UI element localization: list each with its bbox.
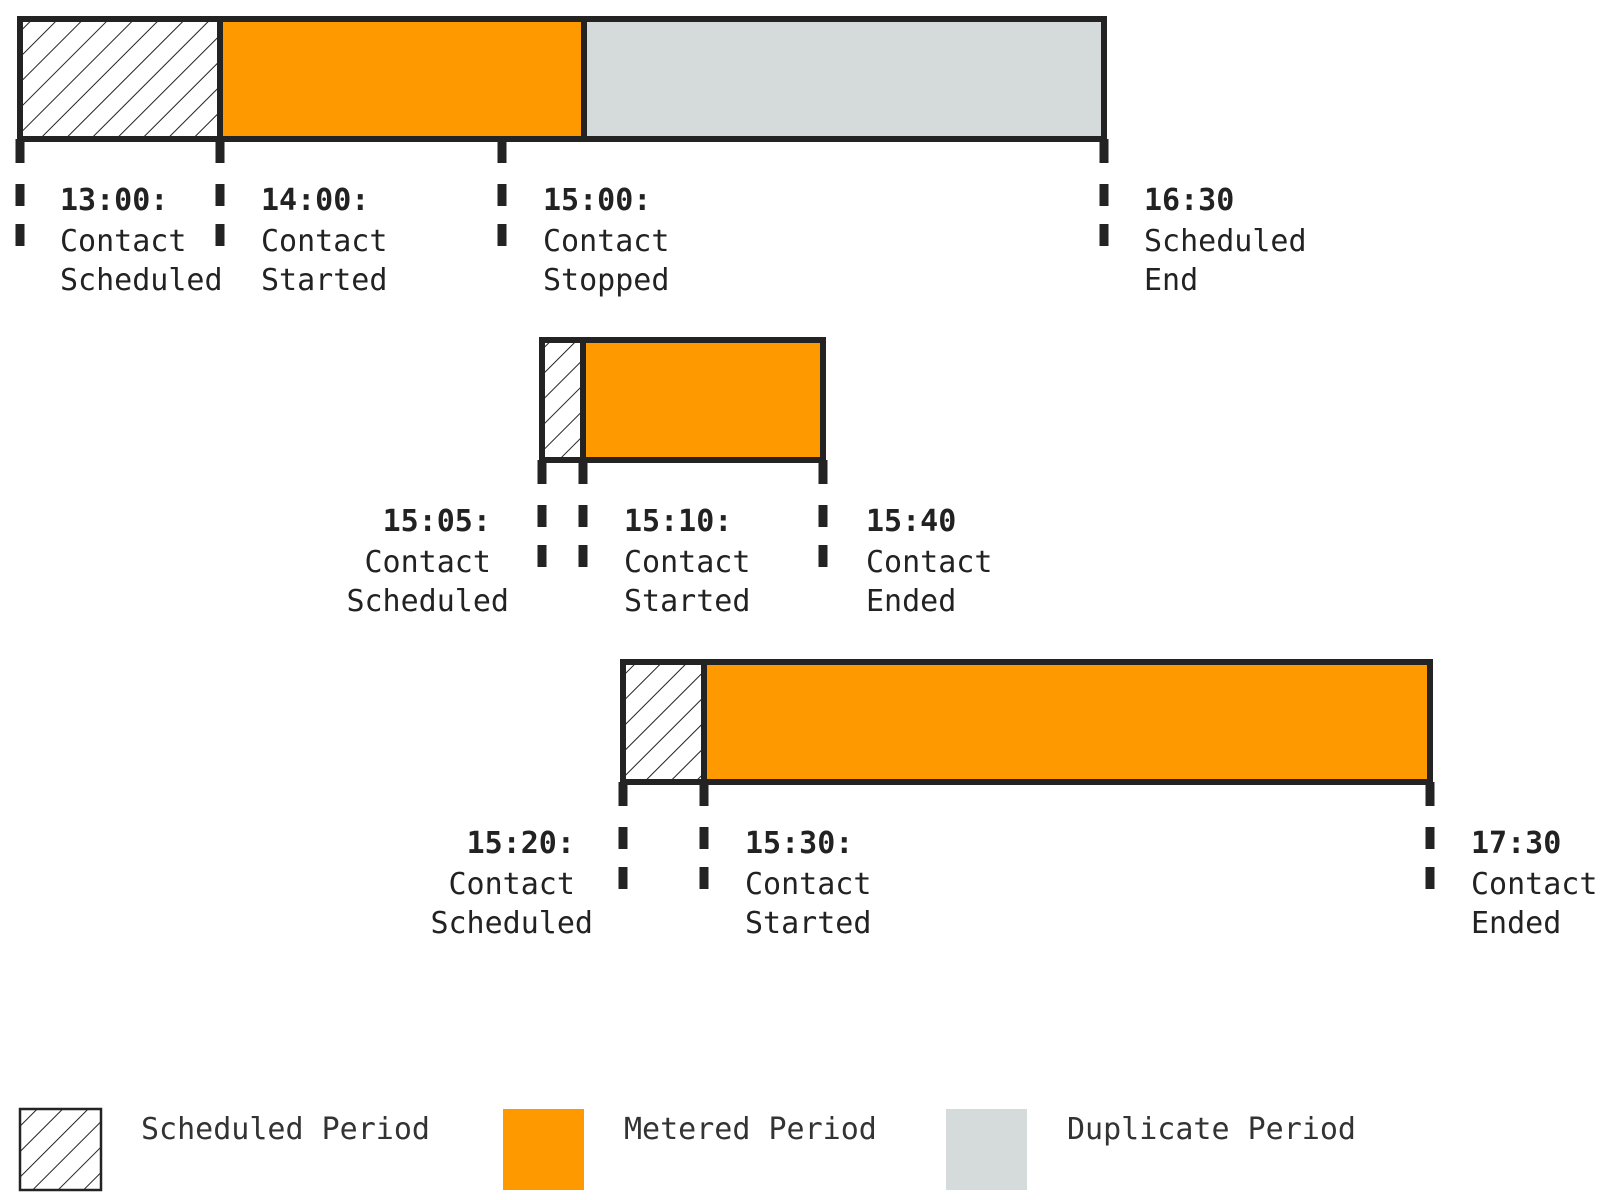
metered-period-swatch [503,1109,584,1190]
marker-label-line1: Scheduled [1144,224,1307,259]
marker-label-line2: Scheduled [346,584,509,619]
marker-label-line1: Contact [543,224,669,259]
marker-label-line2: Scheduled [430,906,593,941]
legend-label-scheduled: Scheduled Period [141,1112,430,1147]
scheduled-period-bar [539,337,586,463]
marker-label-line1: Contact [866,545,992,580]
timeline-axis [15,139,1109,246]
marker-label-line1: Contact [1471,867,1597,902]
marker-time: 15:40 [866,504,956,539]
svg-text:17:30 Contact Ende: 17:30 Contact Ended [1471,826,1612,941]
scheduled-period-bar [17,16,223,142]
marker-label-line1: Contact [365,545,491,580]
legend-item-scheduled: Scheduled Period [18,1107,430,1192]
marker-label-line2: Stopped [543,263,669,298]
legend: Scheduled Period Metered Period Duplicat… [18,1107,1356,1192]
svg-text:15:00: Contact Sto: 15:00: Contact Stopped [543,183,688,298]
marker-time: 15:20: [467,826,575,861]
svg-text:14:00: Contact Sta: 14:00: Contact Started [261,183,406,298]
timeline-1: 13:00: Contact Scheduled 14:00: Contact … [15,16,1325,298]
legend-label-duplicate: Duplicate Period [1067,1112,1356,1147]
timeline-axis [537,460,828,567]
marker-label-line1: Contact [449,867,575,902]
svg-text:13:00: Contact Sch: 13:00: Contact Scheduled [60,183,223,298]
marker-label-line1: Contact [745,867,871,902]
marker-label-line2: Scheduled [60,263,223,298]
marker-label-line2: Started [624,584,750,619]
duplicate-period-bar [581,16,1107,142]
timeline-3: 15:20: Contact Scheduled 15:30: Contact … [430,659,1612,941]
marker-label-line1: Contact [261,224,387,259]
timeline-2: 15:05: Contact Scheduled 15:10: Contact … [346,337,1011,619]
svg-text:15:10: Contact Sta: 15:10: Contact Started [624,504,769,619]
marker-label-line2: Ended [866,584,956,619]
legend-item-duplicate: Duplicate Period [946,1109,1356,1190]
marker-time: 13:00: [60,183,168,218]
marker-time: 15:05: [383,504,491,539]
marker-label-line2: Started [745,906,871,941]
marker-label-line1: Contact [624,545,750,580]
legend-label-metered: Metered Period [624,1112,877,1147]
marker-label-line2: End [1144,263,1198,298]
marker-time: 16:30 [1144,183,1234,218]
svg-text:15:40 Contact Ende: 15:40 Contact Ended [866,504,1011,619]
metered-period-bar [217,16,587,142]
svg-text:15:05: Contact Sch: 15:05: Contact Scheduled [346,504,509,619]
marker-time: 17:30 [1471,826,1561,861]
timeline-axis [618,782,1435,889]
marker-time: 15:30: [745,826,853,861]
svg-text:16:30 Scheduled En: 16:30 Scheduled End [1144,183,1325,298]
metered-period-bar [580,337,826,463]
marker-time: 15:10: [624,504,732,539]
scheduled-period-swatch [18,1107,103,1192]
marker-label-line2: Ended [1471,906,1561,941]
marker-label-line1: Contact [60,224,186,259]
legend-item-metered: Metered Period [503,1109,877,1190]
marker-time: 15:00: [543,183,651,218]
marker-time: 14:00: [261,183,369,218]
duplicate-period-swatch [946,1109,1027,1190]
marker-label-line2: Started [261,263,387,298]
svg-text:15:30: Contact Sta: 15:30: Contact Started [745,826,890,941]
scheduled-period-bar [620,659,707,785]
metered-period-bar [701,659,1433,785]
svg-text:15:20: Contact Sch: 15:20: Contact Scheduled [430,826,593,941]
